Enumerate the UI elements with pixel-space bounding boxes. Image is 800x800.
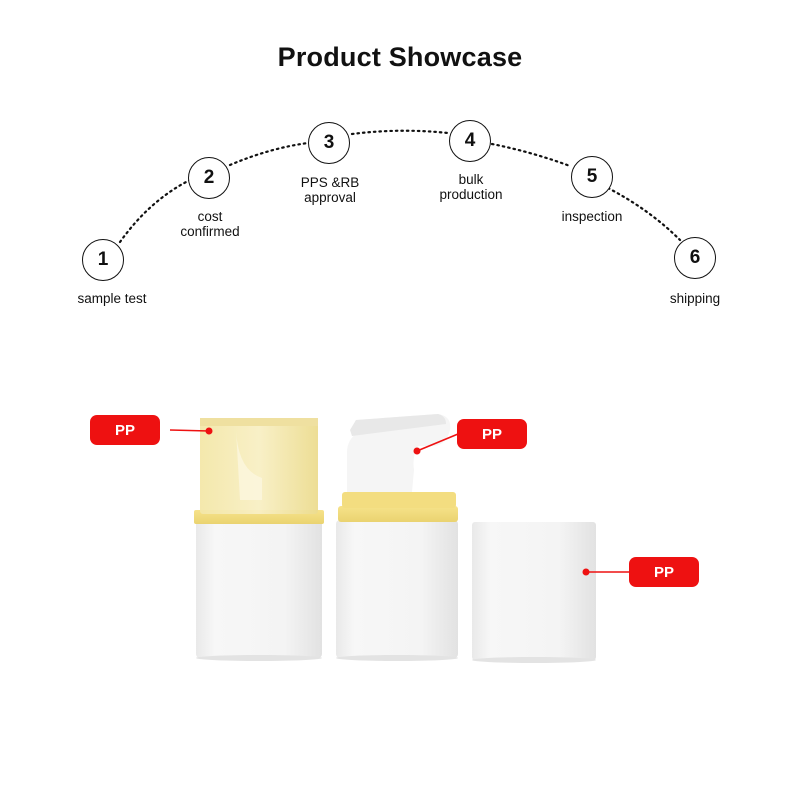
overcap — [472, 522, 596, 663]
cap-callout-line — [169, 429, 210, 432]
pump-bottle — [336, 414, 458, 661]
page-title: Product Showcase — [277, 42, 523, 72]
step-2-label: cost confirmed — [180, 209, 240, 239]
process-arc — [118, 129, 682, 244]
step-6-circle: 6 — [674, 237, 716, 279]
step-3-label: PPS &RB approval — [300, 175, 360, 205]
step-1-circle: 1 — [82, 239, 124, 281]
step-6-label: shipping — [669, 291, 721, 306]
overcap-material-badge: PP — [629, 557, 699, 587]
step-4-label: bulk production — [439, 172, 503, 202]
step-5-label: inspection — [561, 209, 623, 224]
assembled-bottle — [194, 418, 324, 661]
cap-callout-dot — [205, 427, 213, 435]
overcap-callout-dot — [582, 568, 590, 576]
step-5-circle: 5 — [571, 156, 613, 198]
step-3-circle: 3 — [308, 122, 350, 164]
pump-callout-line — [416, 433, 459, 452]
cap-material-badge: PP — [90, 415, 160, 445]
pump-material-badge: PP — [457, 419, 527, 449]
pump-callout-dot — [413, 447, 421, 455]
step-2-circle: 2 — [188, 157, 230, 199]
step-4-circle: 4 — [449, 120, 491, 162]
step-1-label: sample test — [77, 291, 147, 306]
